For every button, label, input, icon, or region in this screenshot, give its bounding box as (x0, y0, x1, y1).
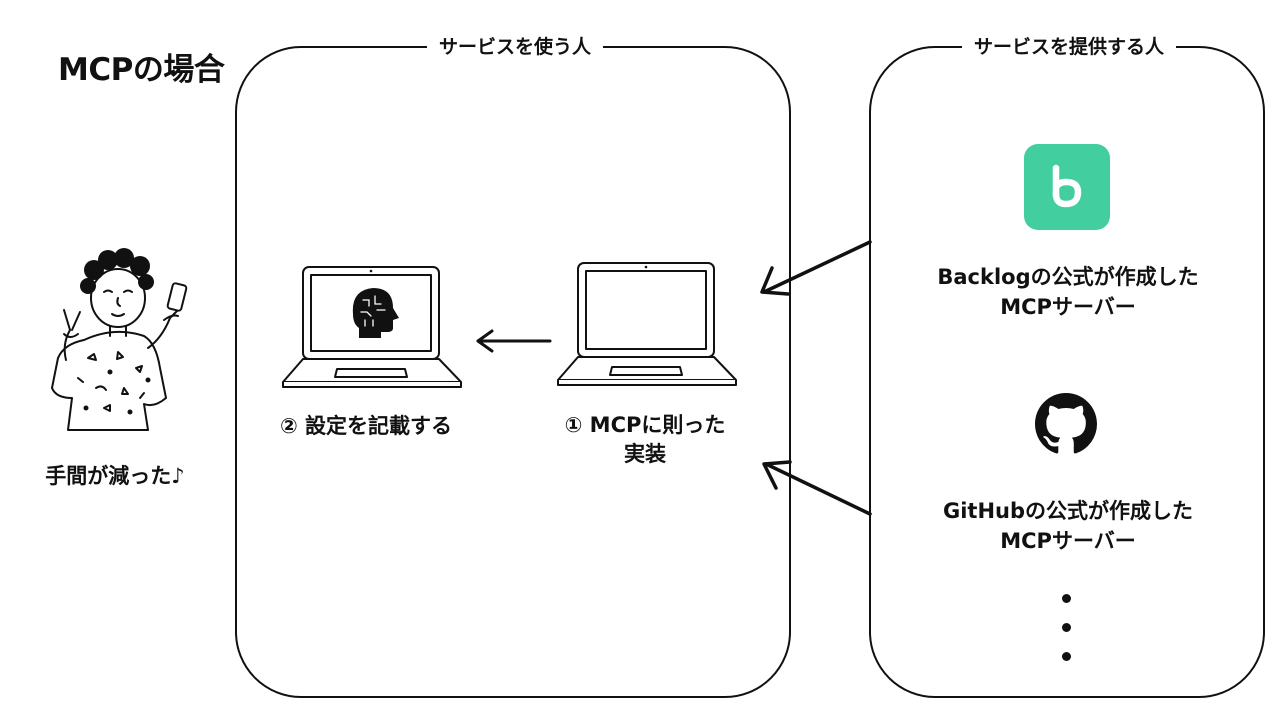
ellipsis-dot (1062, 652, 1071, 661)
person-illustration (51, 248, 188, 431)
step1-label: ① MCPに則った 実装 (520, 411, 770, 469)
laptop-with-ai (282, 266, 462, 388)
backlog-caption-line1: Backlogの公式が作成した (937, 265, 1199, 289)
laptop-plain (557, 262, 737, 386)
service-user-panel: サービスを使う人 (235, 34, 791, 698)
backlog-caption: Backlogの公式が作成した MCPサーバー (880, 262, 1256, 322)
service-provider-panel: サービスを提供する人 (869, 34, 1265, 698)
ellipsis-dot (1062, 594, 1071, 603)
ai-brain-icon (352, 288, 399, 338)
step1-line2: 実装 (624, 442, 666, 466)
page-title: MCPの場合 (58, 52, 225, 88)
user-caption: 手間が減った♪ (45, 464, 185, 488)
service-user-panel-title: サービスを使う人 (426, 34, 604, 60)
step2-label: ② 設定を記載する (279, 414, 453, 438)
backlog-caption-line2: MCPサーバー (1000, 295, 1136, 319)
arrow-left (476, 329, 552, 353)
github-caption: GitHubの公式が作成した MCPサーバー (880, 496, 1256, 556)
arrow-from-github (764, 462, 872, 516)
github-icon (1035, 393, 1097, 454)
ellipsis-dot (1062, 623, 1071, 632)
github-caption-line2: MCPサーバー (1000, 529, 1136, 553)
arrow-from-backlog (762, 240, 872, 294)
step1-line1: ① MCPに則った (564, 413, 726, 437)
service-provider-panel-title: サービスを提供する人 (961, 34, 1177, 60)
provider-arrows (760, 240, 872, 516)
backlog-icon (1024, 144, 1110, 230)
github-caption-line1: GitHubの公式が作成した (942, 499, 1194, 523)
